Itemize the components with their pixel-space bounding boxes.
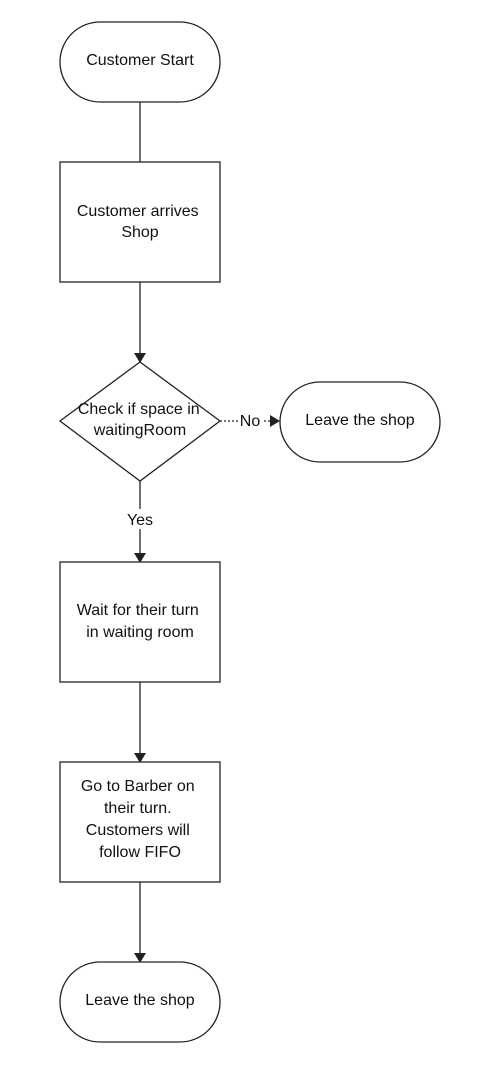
edge-label-yes: Yes: [127, 512, 153, 529]
node-customer-arrives-line-1: Customer arrives: [77, 203, 199, 220]
node-go-to-barber-label: Go to Barber on their turn. Customers wi…: [81, 778, 199, 861]
node-customer-start-line-1: Customer Start: [86, 52, 194, 69]
node-leave-shop-no-line-1: Leave the shop: [305, 412, 415, 429]
node-customer-arrives: [59, 161, 221, 283]
edge-labels: No Yes: [122, 412, 264, 529]
node-check-space-label: Check if space in waitingRoom: [78, 401, 204, 439]
node-go-to-barber: [59, 761, 221, 883]
node-go-to-barber-line-1: Go to Barber on: [81, 778, 195, 795]
node-wait-turn: [59, 561, 221, 683]
node-leave-shop-no: [279, 381, 441, 463]
node-leave-shop-end-label: Leave the shop: [85, 992, 195, 1009]
node-go-to-barber-line-3: Customers will: [86, 822, 190, 839]
edge-label-no-bg: [238, 412, 264, 430]
node-check-space-line-1: Check if space in: [78, 401, 200, 418]
node-customer-start-label: Customer Start: [86, 52, 194, 69]
edge-label-no: No: [240, 413, 261, 430]
node-go-to-barber-line-2: their turn.: [104, 800, 172, 817]
node-wait-turn-line-2: in waiting room: [86, 624, 194, 641]
node-customer-arrives-line-2: Shop: [121, 224, 158, 241]
node-customer-start: [59, 21, 221, 103]
node-wait-turn-line-1: Wait for their turn: [77, 602, 199, 619]
nodes: Customer Start Customer arrives Shop Che…: [58, 21, 441, 1043]
edge-label-yes-bg: [122, 509, 158, 529]
node-leave-shop-end-line-1: Leave the shop: [85, 992, 195, 1009]
node-leave-shop-no-label: Leave the shop: [305, 412, 415, 429]
node-check-space-decision: [58, 361, 222, 482]
node-leave-shop-end: [59, 961, 221, 1043]
node-customer-arrives-label: Customer arrives Shop: [77, 203, 203, 241]
node-go-to-barber-line-4: follow FIFO: [99, 844, 181, 861]
node-wait-turn-label: Wait for their turn in waiting room: [77, 602, 204, 641]
node-check-space-line-2: waitingRoom: [93, 422, 186, 439]
